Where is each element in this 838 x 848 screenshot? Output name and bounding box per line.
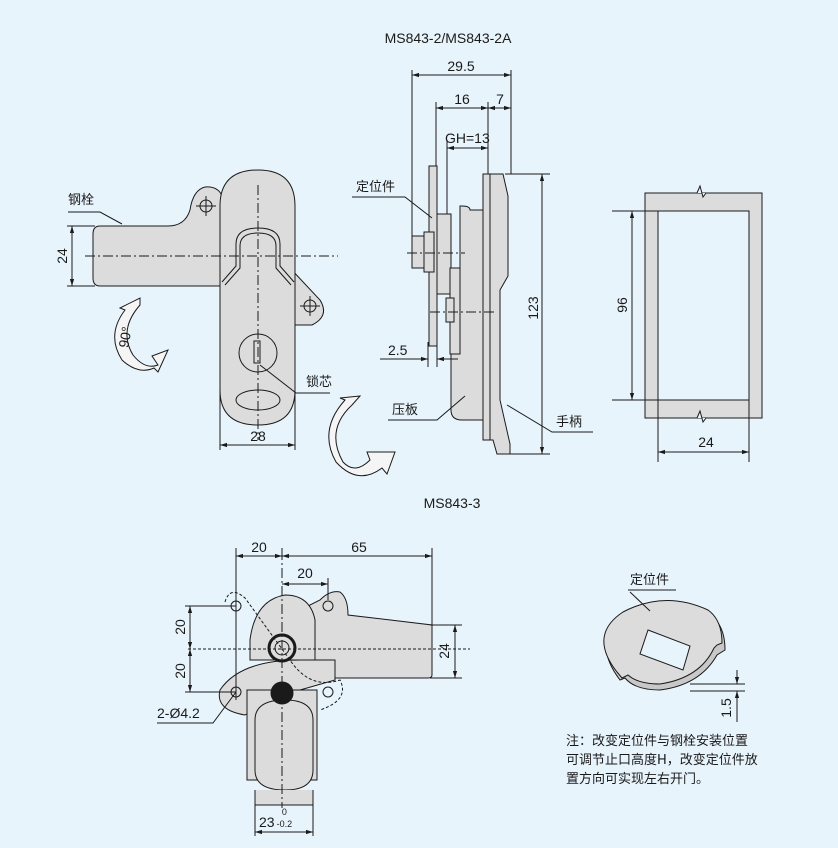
- dim-left-20: 20: [251, 539, 267, 555]
- rotation-arrow-icon: [114, 297, 169, 373]
- label-pressure-plate: 压板: [392, 403, 418, 418]
- label-handle: 手柄: [556, 415, 582, 430]
- note-line: 注：改变定位件与钢栓安装位置: [566, 734, 749, 749]
- dim-gh: GH=13: [445, 130, 490, 146]
- dim-lower-20: 20: [172, 663, 188, 679]
- label-steel-bolt: 钢栓: [68, 193, 94, 208]
- locator-detail: 定位件 1.5: [603, 573, 745, 722]
- panel-cutout-view: 96 24: [612, 184, 763, 462]
- dim-bolt-height: 24: [54, 248, 70, 264]
- dim-depth-16: 16: [454, 91, 470, 107]
- handle: [482, 173, 511, 455]
- front-view: 24 28 钢栓 锁芯 90°: [54, 169, 338, 450]
- label-lock-core: 锁芯: [306, 374, 332, 390]
- dim-right-65: 65: [351, 539, 367, 555]
- rotation-arrow-icon-2: [328, 395, 396, 477]
- dim-locator-thickness: 1.5: [718, 698, 734, 718]
- dim-tol-upper: 0: [282, 807, 287, 817]
- ms843-3-view: 20 65 20 20 20 24 2-Ø4.2 23 0 -0.2: [157, 539, 470, 836]
- pressure-plate: [450, 205, 484, 421]
- dim-height-123: 123: [525, 296, 541, 320]
- note-line: 置方向可实现左右开门。: [566, 772, 710, 787]
- dim-depth-7: 7: [496, 91, 504, 107]
- note-line: 可调节止口高度H，改变定位件放: [566, 753, 758, 768]
- dim-plate-thickness: 2.5: [388, 342, 408, 358]
- title-ms843-2: MS843-2/MS843-2A: [385, 30, 513, 46]
- dim-tol-lower: -0.2: [277, 819, 293, 829]
- side-view: 29.5 16 7 GH=13 123 2.5 定位件 压板 手柄: [328, 58, 593, 477]
- dim-mid-20: 20: [297, 565, 313, 581]
- title-ms843-3: MS843-3: [424, 495, 481, 511]
- dim-cutout-height: 96: [614, 297, 630, 313]
- rotation-label: 90°: [115, 325, 134, 349]
- dim-bolt-24: 24: [436, 643, 452, 659]
- dim-holes: 2-Ø4.2: [157, 705, 200, 721]
- note-block: 注：改变定位件与钢栓安装位置 可调节止口高度H，改变定位件放 置方向可实现左右开…: [566, 732, 816, 789]
- steel-bolt: [92, 186, 223, 287]
- dim-upper-20: 20: [172, 619, 188, 635]
- dim-width-main: 23: [259, 814, 275, 830]
- dim-total-depth: 29.5: [447, 58, 474, 74]
- dim-body-width: 28: [250, 428, 266, 444]
- label-locator-detail: 定位件: [630, 573, 669, 588]
- bolt-ms843-3: [299, 591, 433, 679]
- dim-cutout-width: 24: [698, 434, 714, 450]
- label-locator: 定位件: [356, 180, 395, 195]
